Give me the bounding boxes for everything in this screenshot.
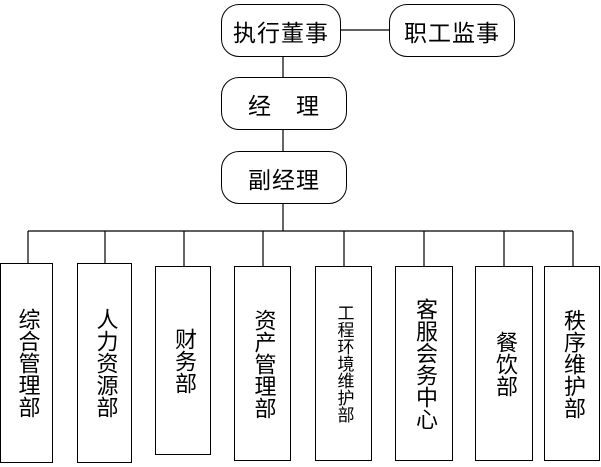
staff-supervisor-box: 职工监事 — [389, 4, 515, 57]
deputy-manager-label: 副经理 — [248, 167, 320, 194]
department-box-human-resources: 人力资源部 — [77, 263, 132, 463]
manager-box: 经 理 — [221, 77, 347, 130]
department-label: 秩序维护部 — [560, 308, 585, 419]
department-box-catering: 餐饮部 — [475, 266, 533, 461]
department-box-comprehensive-management: 综合管理部 — [0, 263, 53, 463]
staff-supervisor-label: 职工监事 — [404, 20, 500, 47]
deputy-manager-box: 副经理 — [221, 151, 347, 204]
manager-label: 经 理 — [248, 93, 320, 120]
department-box-asset-management: 资产管理部 — [234, 266, 291, 461]
department-box-finance: 财务部 — [155, 266, 211, 455]
department-label: 工程环境维护部 — [333, 304, 354, 423]
department-label: 资产管理部 — [250, 308, 276, 419]
department-label: 餐饮部 — [492, 330, 517, 397]
department-box-customer-service-conference-center: 客服会务中心 — [395, 266, 453, 461]
department-label: 综合管理部 — [14, 308, 40, 418]
department-label: 人力资源部 — [92, 308, 118, 418]
department-box-order-maintenance: 秩序维护部 — [544, 266, 600, 461]
department-label: 客服会务中心 — [412, 297, 437, 430]
executive-director-box: 执行董事 — [221, 4, 341, 57]
executive-director-label: 执行董事 — [233, 20, 329, 47]
department-box-engineering-environment-maintenance: 工程环境维护部 — [315, 266, 372, 461]
department-label: 财务部 — [171, 327, 196, 394]
